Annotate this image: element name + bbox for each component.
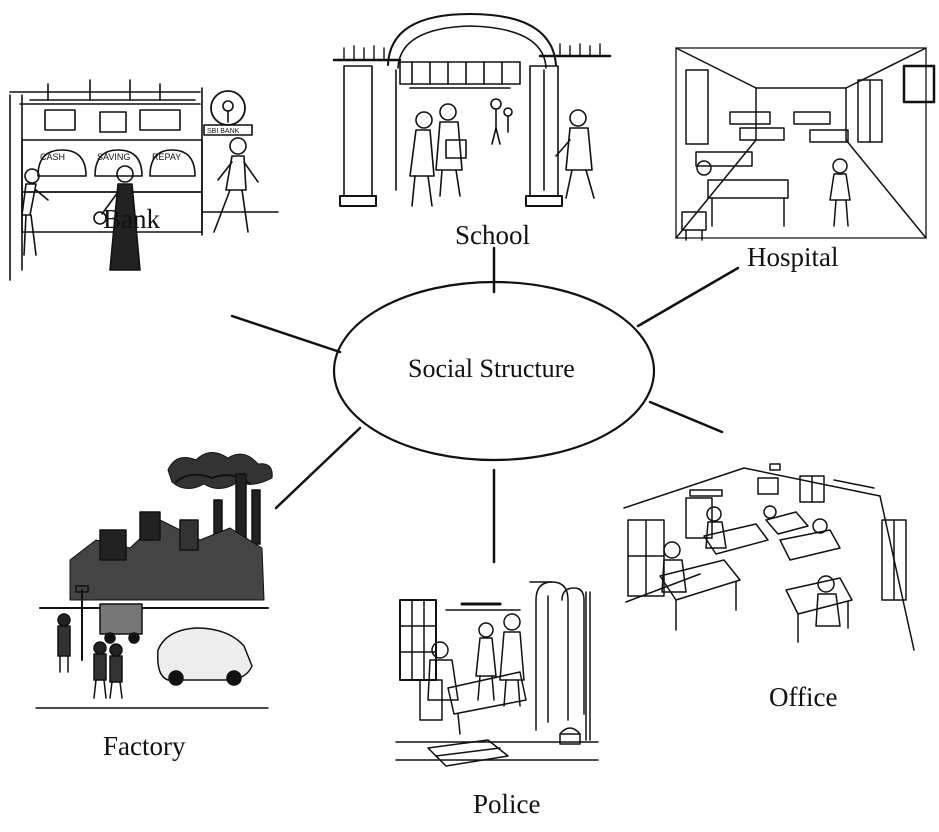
hospital-illustration [675,47,936,241]
node-label-factory: Factory [103,731,186,761]
node-label-school: School [455,220,531,250]
school-illustration [332,13,612,207]
connector-bank [230,314,342,354]
node-label-hospital: Hospital [747,242,839,272]
connector-hospital [636,266,740,328]
connector-office [648,400,724,434]
node-label-office: Office [769,682,838,712]
bank-emblem-text: SBI BANK [207,128,240,135]
center-label: Social Structure [408,354,575,383]
bank-window-sign-1: CASH [40,152,65,162]
node-label-bank: Bank [103,204,160,234]
bank-window-sign-3: REPAY [152,152,181,162]
social-structure-ellipse [332,280,656,462]
factory-illustration [35,452,273,709]
connector-factory [274,426,362,510]
office-illustration [623,463,915,651]
police-illustration [395,581,599,767]
bank-window-sign-2: SAVING [97,152,130,162]
node-label-police: Police [473,789,541,819]
bank-illustration: CASH SAVING REPAY SBI BANK [9,79,279,281]
connector-lines [230,246,740,564]
